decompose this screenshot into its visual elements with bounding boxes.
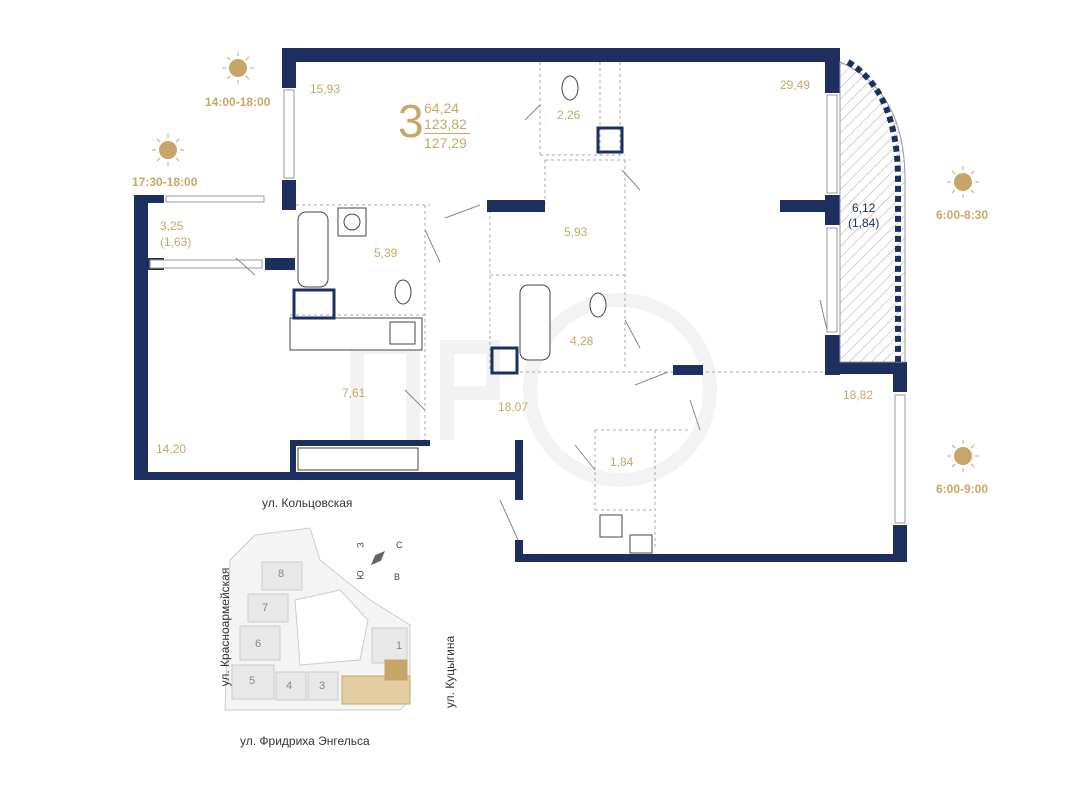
total-area: 123,82 xyxy=(424,116,467,132)
toilet-1 xyxy=(561,75,579,101)
room-area-7: 5,93 xyxy=(564,225,588,239)
sun-icon-2 xyxy=(152,134,184,166)
block-1: 1 xyxy=(396,640,403,652)
balcony-rail xyxy=(846,59,901,362)
block-5: 5 xyxy=(249,675,256,687)
sun-icon-1 xyxy=(222,52,254,84)
wardrobe xyxy=(297,447,419,471)
block-8: 8 xyxy=(278,568,285,580)
room-area-5: 3,25 (1,63) xyxy=(160,218,191,250)
loggia-area: 3,25 xyxy=(160,219,184,233)
compass-south: Ю xyxy=(355,570,366,580)
balcony-area: 6,12 xyxy=(852,201,876,215)
street-left: ул. Красноармейская xyxy=(218,567,232,687)
compass-icon xyxy=(370,550,386,566)
street-right: ул. Куцыгина xyxy=(443,635,457,709)
doors xyxy=(235,104,828,541)
room-area-9: 7,61 xyxy=(342,386,366,400)
area-summary: 64,24 123,82 127,29 xyxy=(424,100,470,151)
sun-time-4: 6:00-9:00 xyxy=(936,482,989,496)
room-area-6: 5,39 xyxy=(374,246,398,260)
sink xyxy=(389,321,416,345)
watermark xyxy=(523,293,717,487)
sun-icon-3 xyxy=(947,166,979,198)
block-4: 4 xyxy=(286,680,293,692)
partitions xyxy=(290,62,830,550)
loggia-area-reduced: (1,63) xyxy=(160,235,192,249)
bathtub-2 xyxy=(519,284,551,361)
room-area-8: 4,28 xyxy=(570,334,594,348)
site-plan xyxy=(224,527,411,711)
highlighted-section xyxy=(341,659,411,705)
compass-east: В xyxy=(394,572,401,582)
compass-west: З xyxy=(355,542,366,548)
sun-time-1: 14:00-18:00 xyxy=(205,95,271,109)
room-area-10: 18,07 xyxy=(498,400,529,414)
room-area-4: 6,12 (1,84) xyxy=(848,201,879,231)
room-count: 3 xyxy=(398,95,424,147)
bathtub-1 xyxy=(297,211,329,288)
block-7: 7 xyxy=(262,602,269,614)
sun-time-2: 17:30-18:00 xyxy=(132,175,198,189)
sun-icon-4 xyxy=(947,440,979,472)
room-area-12: 14,20 xyxy=(156,442,187,456)
living-area: 64,24 xyxy=(424,100,460,116)
block-6: 6 xyxy=(255,638,262,650)
street-bottom: ул. Фридриха Энгельса xyxy=(240,734,370,748)
toilet-2 xyxy=(394,279,412,305)
total-with-balcony: 127,29 xyxy=(424,135,467,151)
street-top: ул. Кольцовская xyxy=(262,496,353,510)
room-area-11: 18,82 xyxy=(843,388,874,402)
toilet-3 xyxy=(589,292,607,318)
room-area-2: 2,26 xyxy=(557,108,581,122)
compass-north: С xyxy=(396,540,403,550)
block-3: 3 xyxy=(319,680,326,692)
room-area-1: 15,93 xyxy=(310,82,341,96)
balcony-area-reduced: (1,84) xyxy=(848,216,880,230)
room-area-13: 1,84 xyxy=(610,455,634,469)
walls xyxy=(134,48,907,562)
sun-time-3: 6:00-8:30 xyxy=(936,208,989,222)
room-area-3: 29,49 xyxy=(780,78,811,92)
windows xyxy=(149,89,906,524)
fixtures xyxy=(289,75,653,554)
shafts xyxy=(292,126,624,375)
